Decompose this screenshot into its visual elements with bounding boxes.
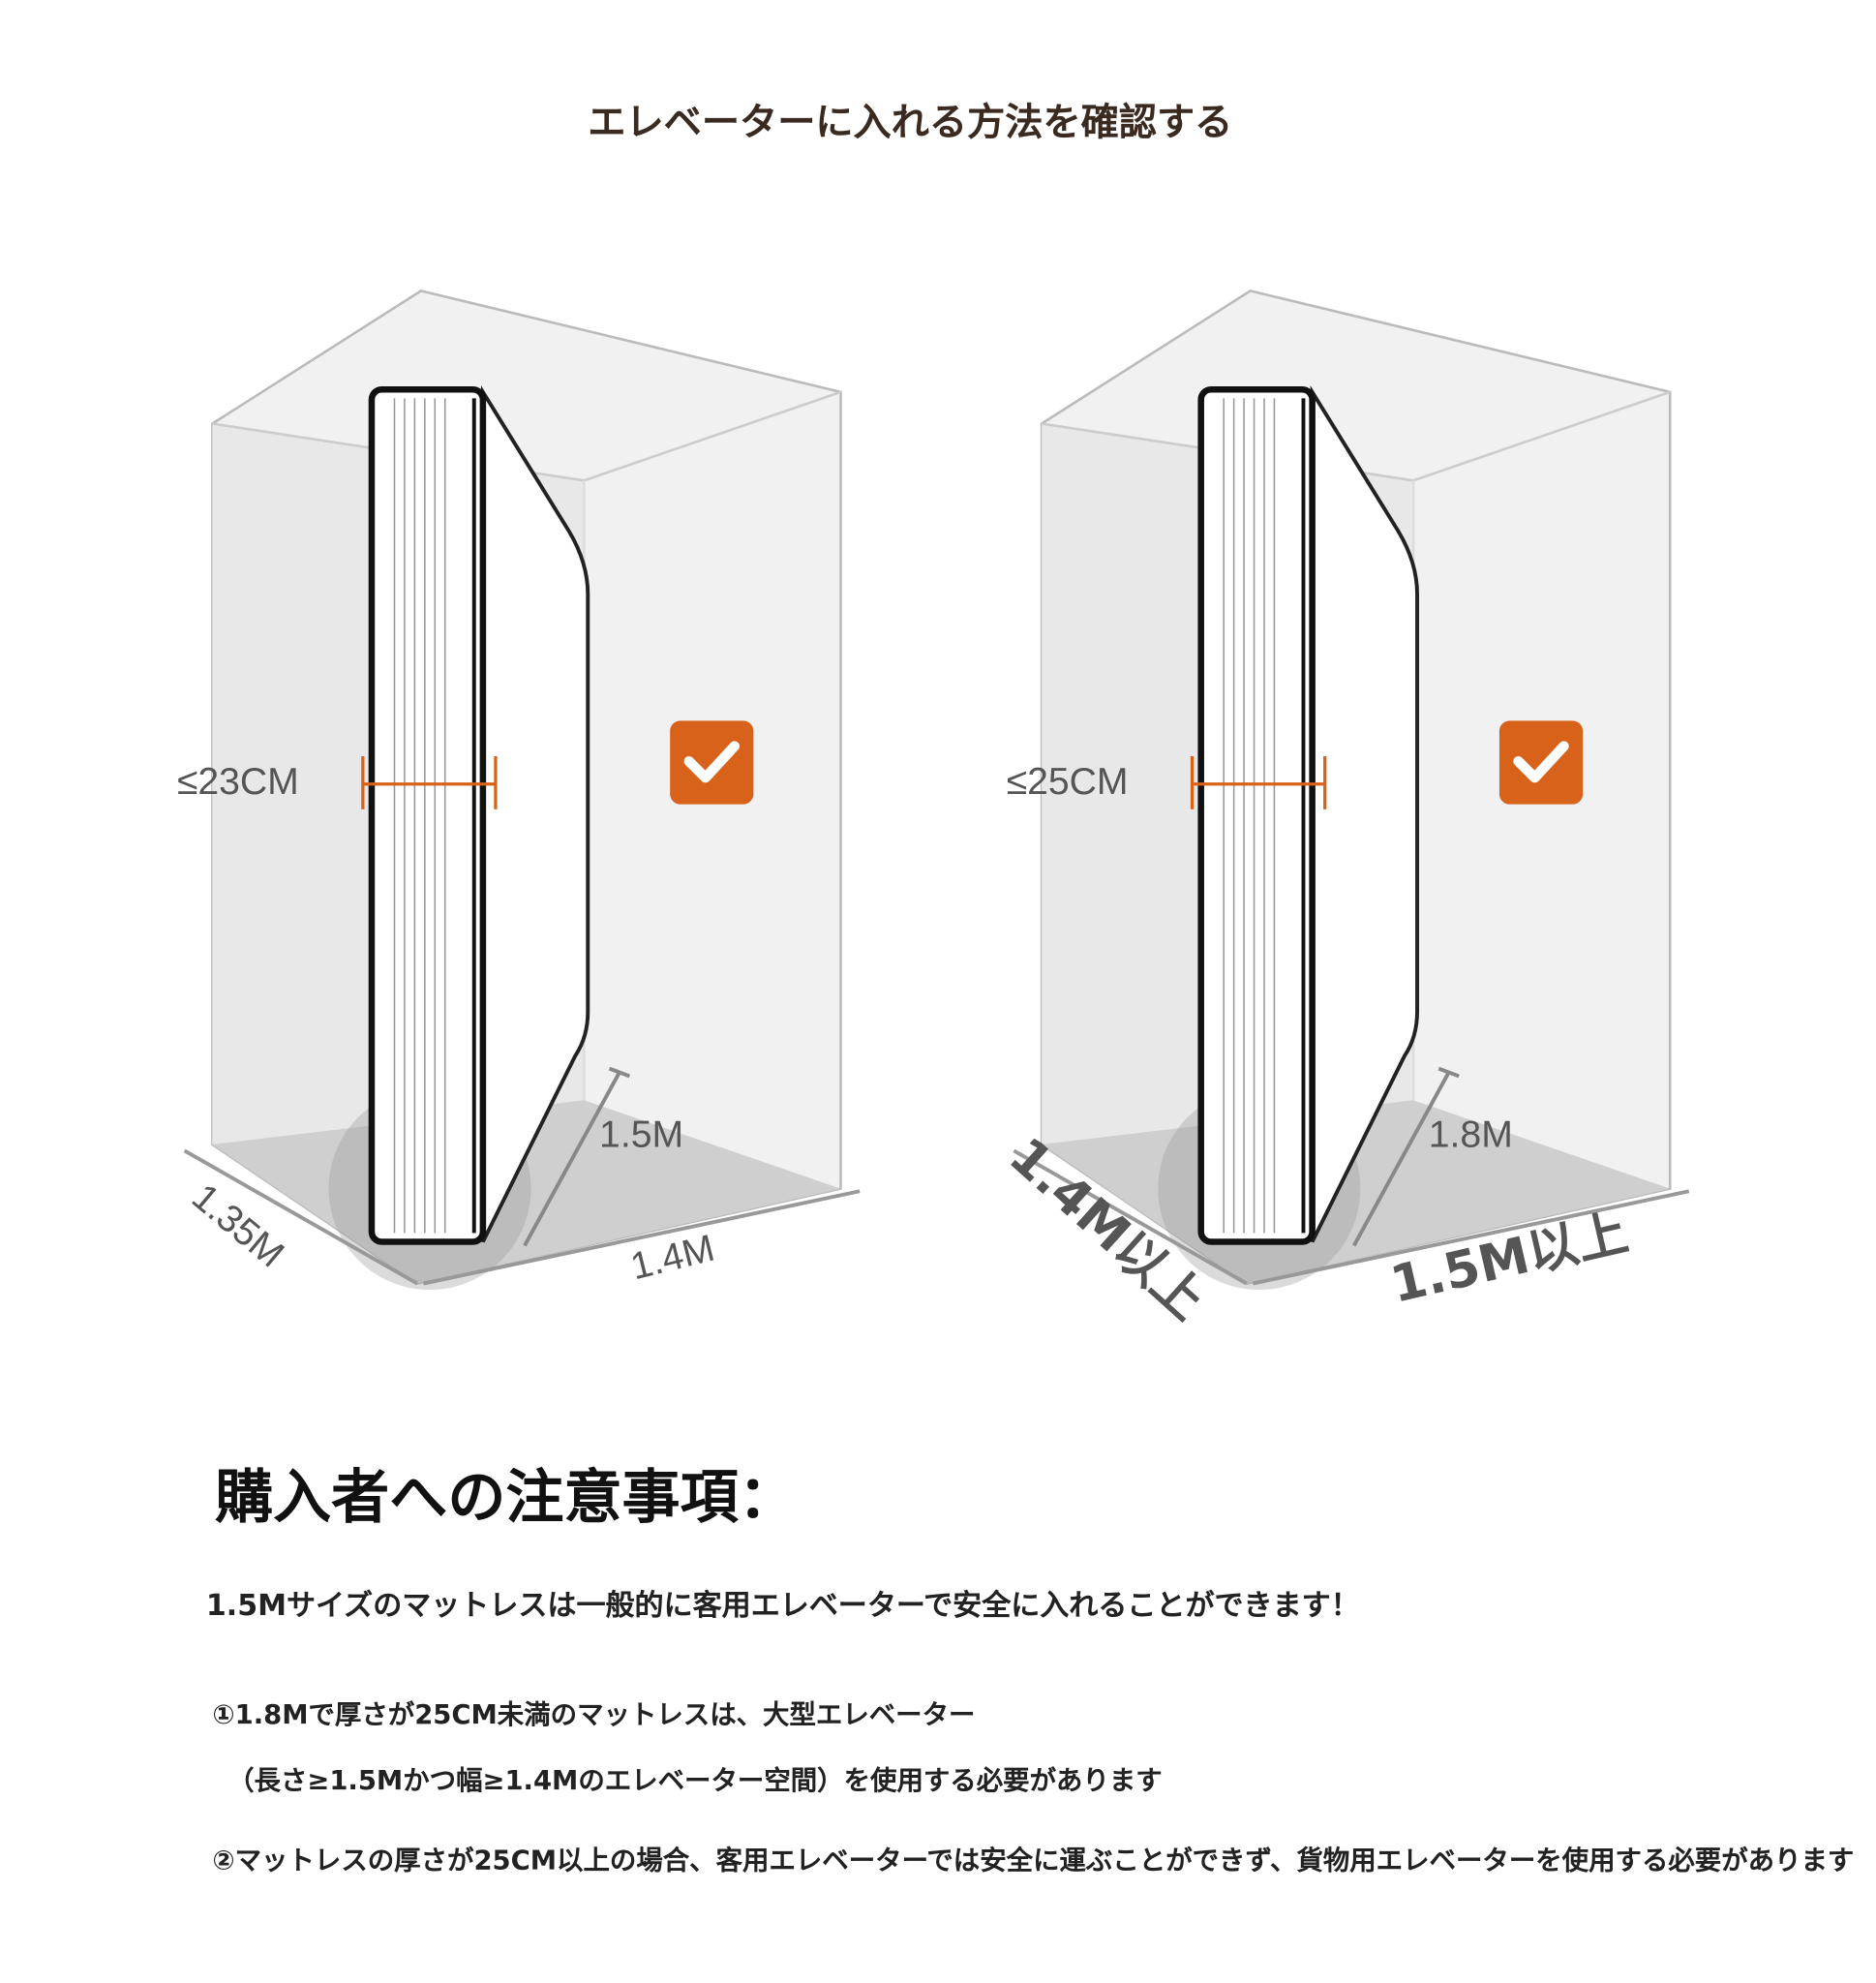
note-item-1-line-1: ①1.8Mで厚さが25CM未満のマットレスは、大型エレベーター — [212, 1699, 976, 1730]
thickness-label: ≤23CM — [177, 761, 299, 803]
depth-label: 1.35M — [184, 1176, 291, 1276]
notes-intro: 1.5Mサイズのマットレスは一般的に客用エレベーターで安全に入れることができます… — [205, 1589, 1360, 1623]
diagram-right: ≤25CM 1.8M 1.4M以上 1.5M以上 — [998, 290, 1689, 1331]
length-label: 1.8M — [1429, 1114, 1513, 1156]
notes-heading: 購入者への注意事項： — [215, 1463, 797, 1532]
thickness-label: ≤25CM — [1007, 761, 1129, 803]
elevator-diagrams: ≤23CM 1.5M 1.35M 1.4M ≤25CM 1.8M 1.4M以上 … — [177, 0, 1876, 1331]
note-item-1-line-2: （長さ≥1.5Mかつ幅≥1.4Mのエレベーター空間）を使用する必要があります — [227, 1765, 1163, 1796]
length-label: 1.5M — [599, 1114, 683, 1156]
note-item-2: ②マットレスの厚さが25CM以上の場合、客用エレベーターでは安全に運ぶことができ… — [212, 1845, 1855, 1876]
diagram-left: ≤23CM 1.5M 1.35M 1.4M — [177, 290, 860, 1290]
page-title: エレベーターに入れる方法を確認する — [588, 101, 1233, 146]
